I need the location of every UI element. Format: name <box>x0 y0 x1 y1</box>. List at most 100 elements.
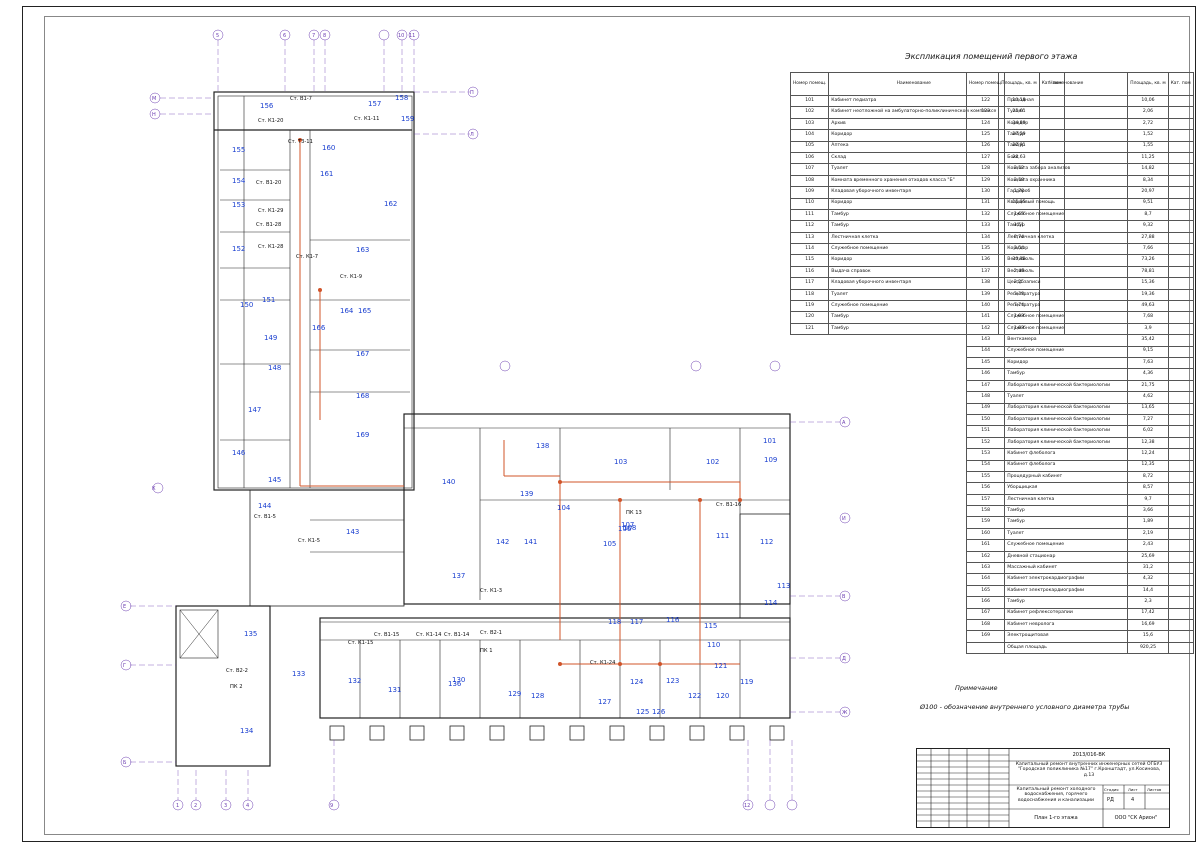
room-name-cell: Тамбур <box>1004 596 1129 609</box>
room-category-cell <box>1167 379 1194 393</box>
room-name-cell: Уборщицкая <box>1004 482 1129 495</box>
room-number-label: 127 <box>598 698 611 706</box>
room-number-label: 112 <box>760 538 773 546</box>
room-number-label: 145 <box>268 476 281 484</box>
room-category-cell <box>1167 391 1194 404</box>
room-category-cell <box>1167 243 1194 256</box>
room-category-cell <box>1167 493 1194 507</box>
explication-table-right: Номер помещ. Наименование Площадь, кв. м… <box>965 72 1194 655</box>
room-number-label: 143 <box>346 528 359 536</box>
room-number-label: 111 <box>716 532 729 540</box>
room-area-cell: 14,82 <box>1127 163 1169 176</box>
room-number-cell: 155 <box>965 470 1006 484</box>
axis-bubbles <box>120 29 851 811</box>
room-number-label: 155 <box>232 146 245 154</box>
room-number-cell: 151 <box>965 425 1006 438</box>
room-number-label: 137 <box>452 572 465 580</box>
room-area-cell: 8,57 <box>1127 482 1169 495</box>
riser-label: Ст. К1-15 <box>348 640 373 646</box>
room-area-cell: 3,9 <box>1127 322 1169 336</box>
header-category: Кат. пом <box>1167 72 1194 96</box>
room-category-cell <box>1167 334 1194 347</box>
room-number-cell: 161 <box>965 539 1006 552</box>
room-area-cell: 25,69 <box>1127 550 1169 564</box>
room-category-cell <box>1167 561 1194 575</box>
room-area-cell: 13,65 <box>1127 402 1169 415</box>
axis-label-numeric: 4 <box>246 803 249 809</box>
room-area-cell: 3,66 <box>1127 505 1169 518</box>
room-area-cell: 27,88 <box>1127 231 1169 245</box>
room-number-label: 108 <box>623 524 636 532</box>
riser-label: Ст. В1-16 <box>716 502 741 508</box>
room-name-cell: Венткамера <box>1004 334 1129 347</box>
riser-label: Ст. В1-14 <box>444 632 470 638</box>
room-name-cell: Служебное помещение <box>1004 322 1129 336</box>
room-number-label: 122 <box>688 692 701 700</box>
riser-label: Ст. К1-7 <box>296 254 318 260</box>
room-number-label: 148 <box>268 364 281 372</box>
room-area-cell: 7,68 <box>1127 311 1169 324</box>
room-number-label: 162 <box>384 200 397 208</box>
room-category-cell <box>1167 448 1194 461</box>
room-area-cell: 21,75 <box>1127 379 1169 393</box>
room-number-cell: 118 <box>789 288 830 302</box>
room-number-cell: 157 <box>965 493 1006 507</box>
pipe-network <box>299 140 741 665</box>
axis-label-numeric: 2 <box>194 803 197 809</box>
axis-label-letter: Л <box>470 132 474 138</box>
room-name-cell: Служебное помещение <box>1004 311 1129 324</box>
room-name-cell: Тамбур <box>1004 505 1129 518</box>
room-number-label: 117 <box>630 618 643 626</box>
room-area-cell: 2,06 <box>1127 106 1169 119</box>
room-category-cell <box>1167 550 1194 564</box>
room-number-cell: 138 <box>965 277 1006 290</box>
room-number-cell: 144 <box>965 345 1006 359</box>
room-number-label: 114 <box>764 599 778 607</box>
room-area-cell: 12,24 <box>1127 448 1169 461</box>
room-category-cell <box>1167 288 1194 302</box>
room-number-label: 119 <box>740 678 753 686</box>
room-category-cell <box>1167 641 1194 655</box>
axis-lines <box>130 40 840 800</box>
room-number-label: 135 <box>244 630 257 638</box>
room-name-cell: Кабинет флеболога <box>1004 459 1129 472</box>
room-number-label: 156 <box>260 102 274 110</box>
room-area-cell: 20,97 <box>1127 186 1169 199</box>
room-area-cell: 4,62 <box>1127 391 1169 404</box>
room-area-cell: 12,38 <box>1127 436 1169 450</box>
axis-label-letter: И <box>842 516 846 522</box>
room-name-cell: Лаборатория клинической бактериологии <box>1004 379 1129 393</box>
room-name-cell: Вестибюль <box>1004 254 1129 267</box>
room-name-cell: Тамбур <box>1004 516 1129 529</box>
room-number-label: 106 <box>618 525 632 533</box>
room-category-cell <box>1167 505 1194 518</box>
room-number-label: 115 <box>704 622 717 630</box>
room-category-cell <box>1167 151 1194 165</box>
room-number-cell: 159 <box>965 516 1006 529</box>
riser-label: Ст. К1-11 <box>354 116 379 122</box>
room-name-cell: Процедурный кабинет <box>1004 470 1129 484</box>
room-number-cell: 130 <box>965 186 1006 199</box>
room-category-cell <box>1167 584 1194 598</box>
sheet-title: План 1-го этажа <box>1034 815 1078 821</box>
riser-label: Ст. В1-20 <box>256 180 281 186</box>
riser-label: ПК 2 <box>230 684 243 690</box>
room-category-cell <box>1167 470 1194 484</box>
room-number-label: 154 <box>232 177 246 185</box>
room-category-cell <box>1167 208 1194 222</box>
room-number-label: 159 <box>401 115 414 123</box>
room-number-label: 132 <box>348 677 361 685</box>
room-number-label: 105 <box>603 540 616 548</box>
room-name-cell: Кварцевый помощь <box>1004 197 1129 210</box>
room-number-label: 167 <box>356 350 369 358</box>
room-name-cell: Бокс <box>1004 151 1129 165</box>
room-number-cell: 101 <box>789 94 830 108</box>
room-number-label: 166 <box>312 324 326 332</box>
axis-label-letter: Б <box>123 760 127 766</box>
